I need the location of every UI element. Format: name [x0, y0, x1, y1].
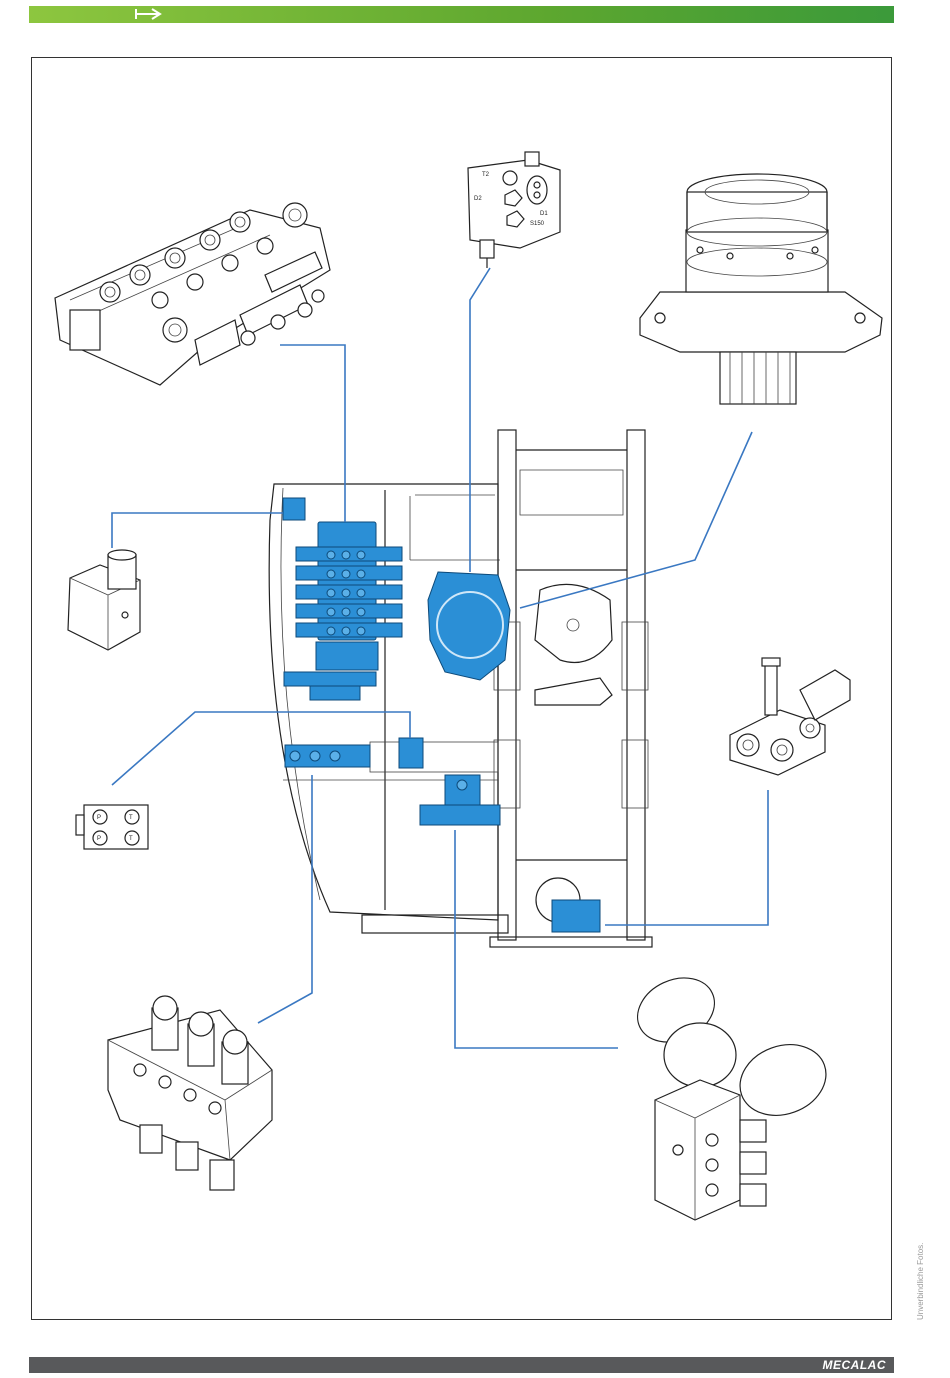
valve-label-d2: D2	[474, 196, 482, 202]
solenoid-low-blue	[552, 900, 600, 932]
swing-gearbox-illustration	[640, 174, 882, 404]
accumulator-block-blue	[420, 775, 500, 825]
cartridge-block-illustration	[108, 996, 272, 1190]
control-panel-illustration: P T P T	[76, 805, 148, 849]
valve-label-t2: T2	[482, 172, 490, 178]
accumulator-illustration	[627, 966, 836, 1220]
pressure-block-blue	[285, 745, 370, 767]
side-note: Unverbindliche Fotos.	[916, 1230, 930, 1320]
footer-bar: MECALAC	[29, 1357, 894, 1373]
control-block-blue	[284, 522, 402, 700]
pilot-valve-illustration	[730, 658, 850, 775]
port-label-p1: P	[97, 815, 101, 821]
solenoid-valve-illustration	[68, 550, 140, 650]
brand-logo: MECALAC	[823, 1358, 887, 1372]
multi-valve-illustration	[55, 203, 330, 385]
swing-motor-blue	[428, 572, 510, 680]
solenoid-mid-blue	[399, 738, 423, 768]
port-label-t2: T	[129, 836, 133, 842]
valve-label-s150: S150	[530, 221, 545, 227]
solenoid-small-blue	[283, 498, 305, 520]
valve-label-d1: D1	[540, 211, 548, 217]
relief-valve-illustration: T2 D2 D1 S150	[468, 152, 560, 268]
port-label-t1: T	[129, 815, 133, 821]
port-label-p2: P	[97, 836, 101, 842]
